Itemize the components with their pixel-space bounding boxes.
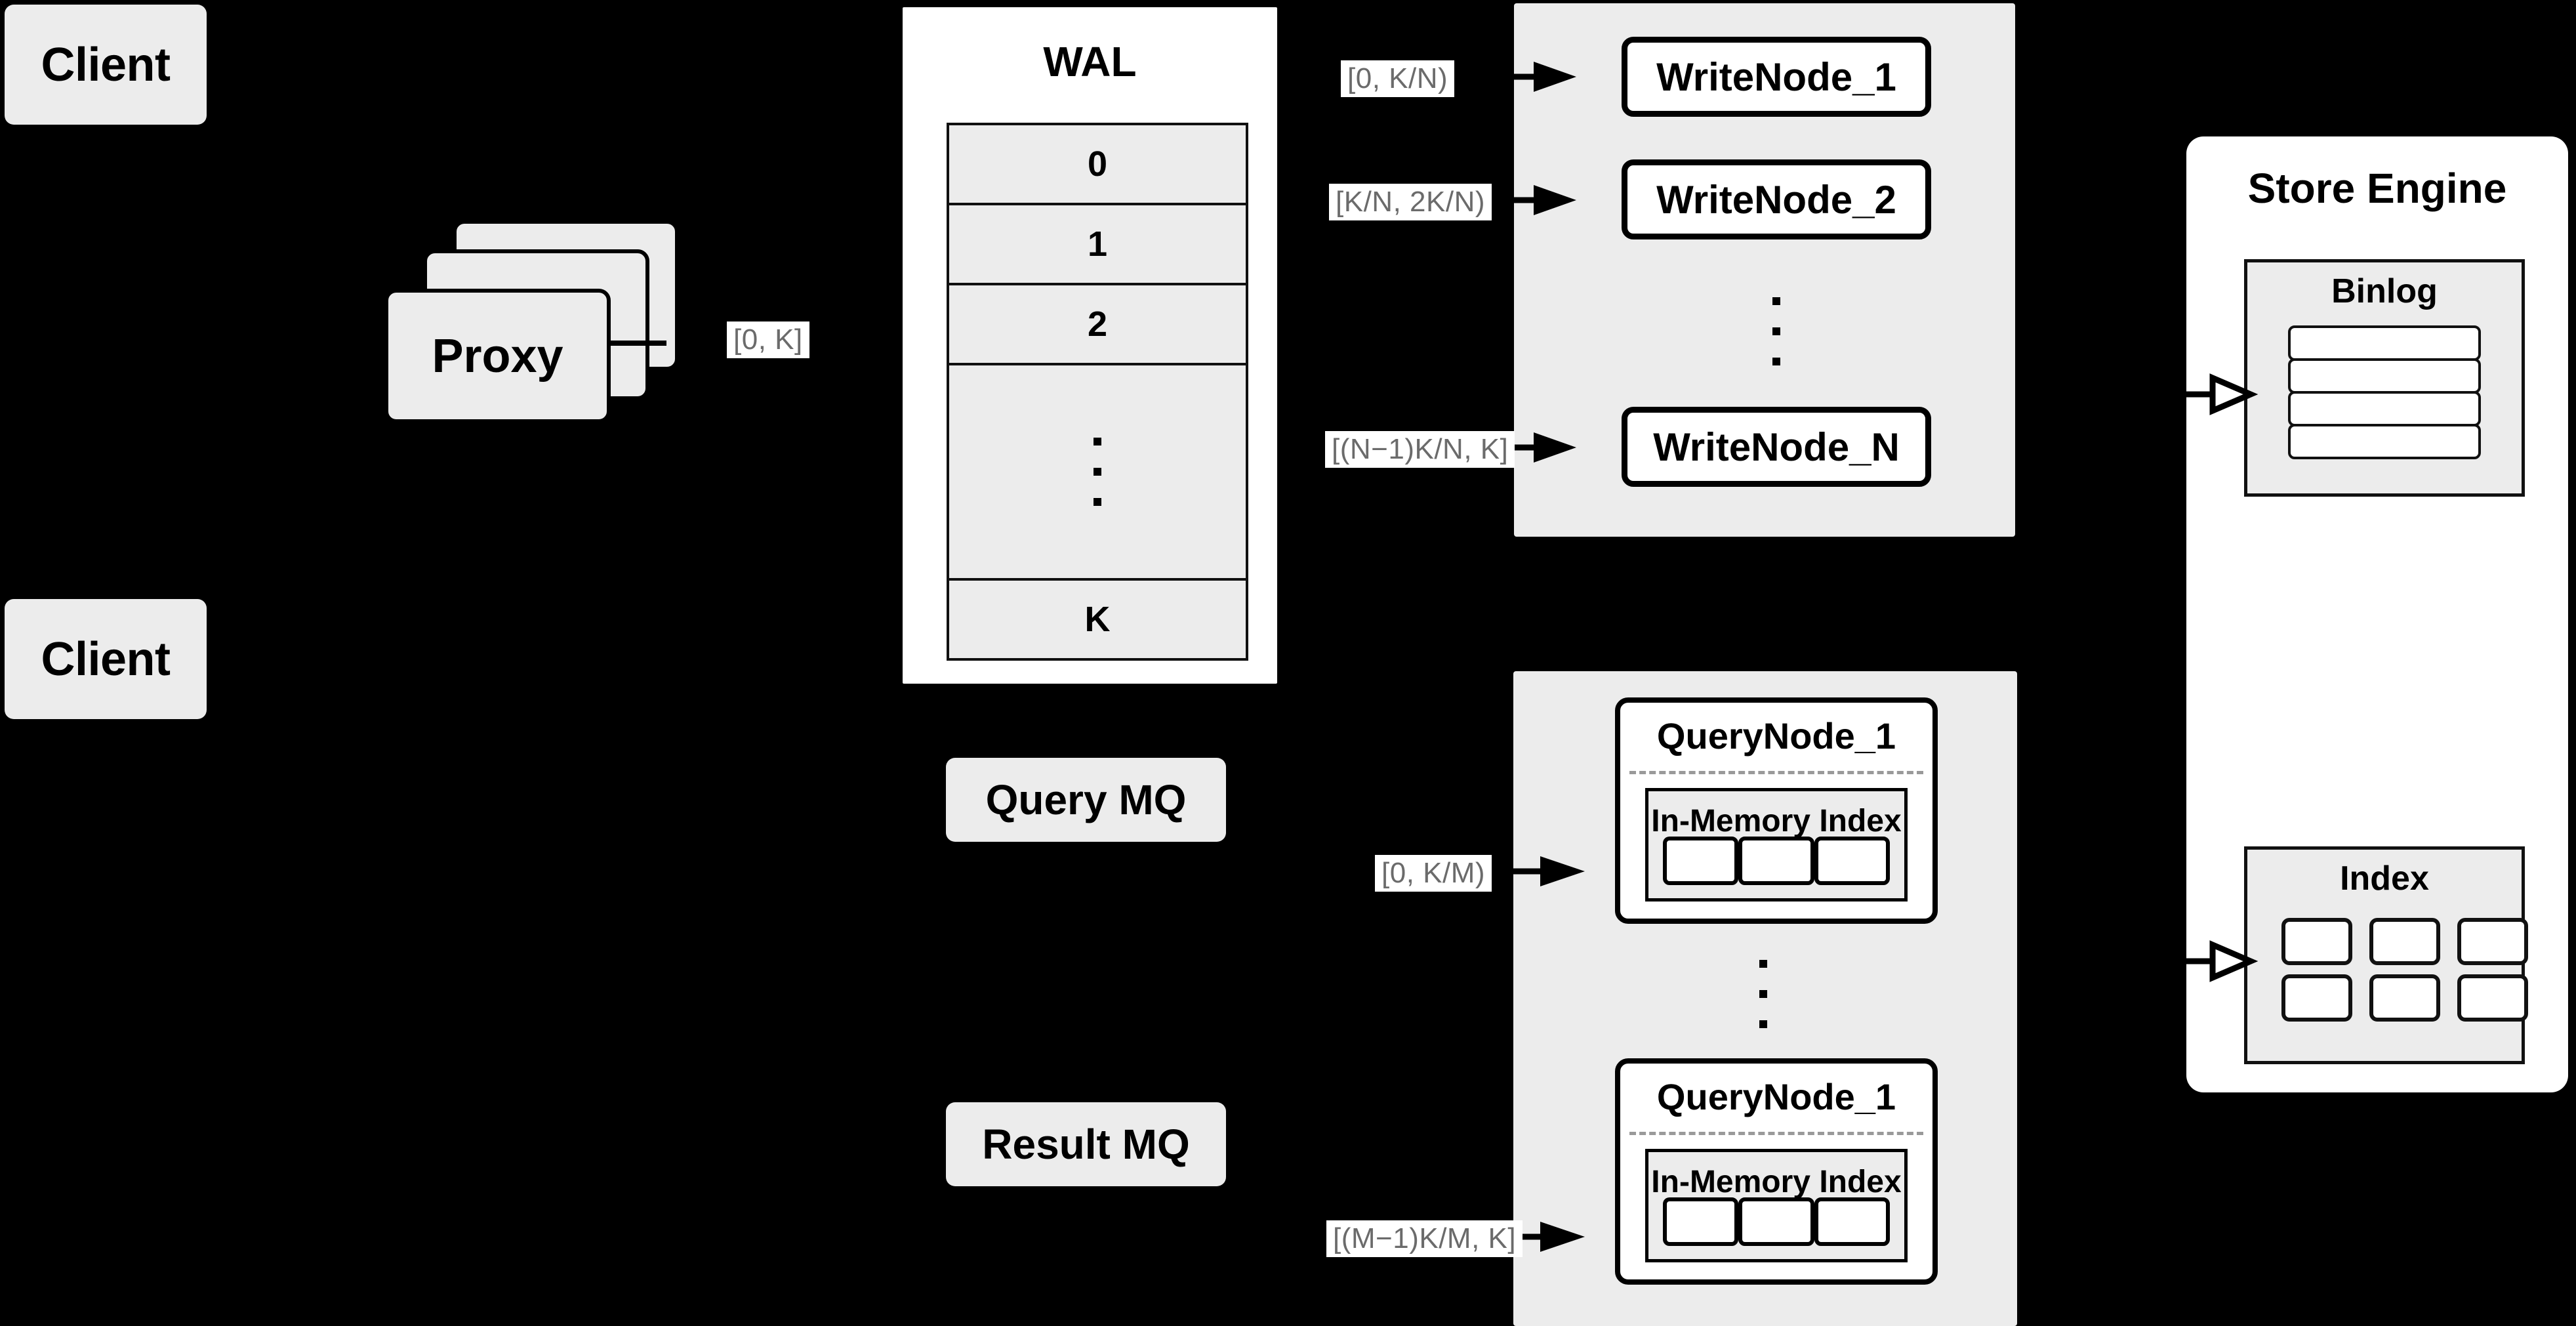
proxy-label: Proxy xyxy=(432,329,563,383)
client-label-2: Client xyxy=(41,632,171,686)
write-node-n[interactable]: WriteNode_N xyxy=(1622,407,1931,487)
wal-entry-row: K xyxy=(949,581,1246,658)
wal-entry-ellipsis xyxy=(949,365,1246,581)
wal-entry-row: 0 xyxy=(949,125,1246,205)
index-slot xyxy=(1663,837,1739,885)
range-tag-write-node-2-text: [K/N, 2K/N) xyxy=(1336,186,1485,218)
range-tag-query-node-1-text: [0, K/M) xyxy=(1381,857,1486,889)
binlog-row xyxy=(2288,358,2481,394)
result-mq-label: Result MQ xyxy=(982,1121,1190,1168)
write-node-1[interactable]: WriteNode_1 xyxy=(1622,37,1931,117)
binlog-row xyxy=(2288,391,2481,426)
query-node-1-title: QueryNode_1 xyxy=(1656,715,1896,756)
write-node-group-ellipsis xyxy=(1758,276,1795,387)
wal-entry-label: 0 xyxy=(1087,144,1108,184)
index-cell xyxy=(2281,974,2352,1022)
wal-entry-row: 2 xyxy=(949,285,1246,365)
wal-entry-label: K xyxy=(1084,600,1111,639)
proxy-to-wal-connector xyxy=(610,341,666,346)
wal-entry-label: 1 xyxy=(1087,224,1108,264)
query-node-m-index-title: In-Memory Index xyxy=(1651,1165,1902,1199)
index-cell xyxy=(2281,918,2352,965)
query-node-1-in-memory-index: In-Memory Index xyxy=(1645,788,1908,901)
index-slot xyxy=(1738,837,1814,885)
index-title: Index xyxy=(2340,860,2429,898)
query-node-1-index-slots xyxy=(1663,837,1890,885)
wal-title: WAL xyxy=(1043,38,1137,85)
range-tag-query-node-m: [(M−1)K/M, K] xyxy=(1326,1220,1523,1257)
range-tag-write-node-2: [K/N, 2K/N) xyxy=(1329,184,1492,220)
query-mq-label: Query MQ xyxy=(985,776,1187,823)
index-section: Index xyxy=(2244,846,2528,1064)
index-slot xyxy=(1814,837,1890,885)
query-node-m-divider xyxy=(1629,1132,1923,1135)
arrow-to-binlog xyxy=(2186,373,2259,415)
query-node-1-index-title: In-Memory Index xyxy=(1651,804,1902,839)
range-tag-proxy-to-wal: [0, K] xyxy=(727,321,809,358)
binlog-title: Binlog xyxy=(2331,272,2438,310)
range-tag-write-node-n: [(N−1)K/N, K] xyxy=(1325,431,1515,468)
proxy-card-front[interactable]: Proxy xyxy=(384,289,611,423)
query-node-1[interactable]: QueryNode_1 In-Memory Index xyxy=(1615,697,1938,924)
wal-entry-table: 0 1 2 K xyxy=(947,123,1248,661)
range-tag-query-node-m-text: [(M−1)K/M, K] xyxy=(1333,1222,1517,1254)
write-node-n-label: WriteNode_N xyxy=(1653,425,1900,469)
query-node-m-index-slots xyxy=(1663,1197,1890,1246)
query-node-m-title: QueryNode_1 xyxy=(1656,1076,1896,1117)
index-slot xyxy=(1738,1197,1814,1246)
index-slot xyxy=(1814,1197,1890,1246)
index-slot xyxy=(1663,1197,1739,1246)
binlog-row-list xyxy=(2288,325,2481,459)
arrow-to-write-node-1 xyxy=(1435,62,1576,92)
arrow-to-index xyxy=(2186,940,2259,982)
binlog-section: Binlog xyxy=(2244,259,2525,497)
wal-entry-row: 1 xyxy=(949,205,1246,285)
range-tag-write-node-1-text: [0, K/N) xyxy=(1347,62,1448,94)
range-tag-write-node-n-text: [(N−1)K/N, K] xyxy=(1332,433,1509,465)
write-node-2[interactable]: WriteNode_2 xyxy=(1622,159,1931,239)
query-node-group-ellipsis xyxy=(1745,938,1782,1050)
index-cell xyxy=(2457,918,2528,965)
write-node-2-label: WriteNode_2 xyxy=(1656,177,1896,222)
result-mq-box[interactable]: Result MQ xyxy=(946,1102,1226,1186)
wal-panel: WAL 0 1 2 K xyxy=(899,3,1281,688)
client-box-2[interactable]: Client xyxy=(5,599,207,719)
store-engine-title: Store Engine xyxy=(2247,165,2507,212)
client-box-1[interactable]: Client xyxy=(5,5,207,125)
query-node-m-in-memory-index: In-Memory Index xyxy=(1645,1149,1908,1262)
binlog-row xyxy=(2288,325,2481,361)
store-engine-panel: Store Engine Binlog Index xyxy=(2186,136,2568,1092)
range-tag-write-node-1: [0, K/N) xyxy=(1341,60,1455,97)
query-mq-box[interactable]: Query MQ xyxy=(946,758,1226,842)
range-tag-query-node-1: [0, K/M) xyxy=(1375,855,1492,892)
client-label-1: Client xyxy=(41,38,171,91)
index-cell xyxy=(2457,974,2528,1022)
query-node-m[interactable]: QueryNode_1 In-Memory Index xyxy=(1615,1058,1938,1285)
write-node-1-label: WriteNode_1 xyxy=(1656,54,1896,99)
range-tag-proxy-to-wal-text: [0, K] xyxy=(733,323,803,356)
index-cell-grid xyxy=(2281,918,2528,1022)
wal-entry-label: 2 xyxy=(1087,304,1108,344)
index-cell xyxy=(2369,918,2440,965)
query-node-1-divider xyxy=(1629,771,1923,774)
index-cell xyxy=(2369,974,2440,1022)
binlog-row xyxy=(2288,424,2481,459)
